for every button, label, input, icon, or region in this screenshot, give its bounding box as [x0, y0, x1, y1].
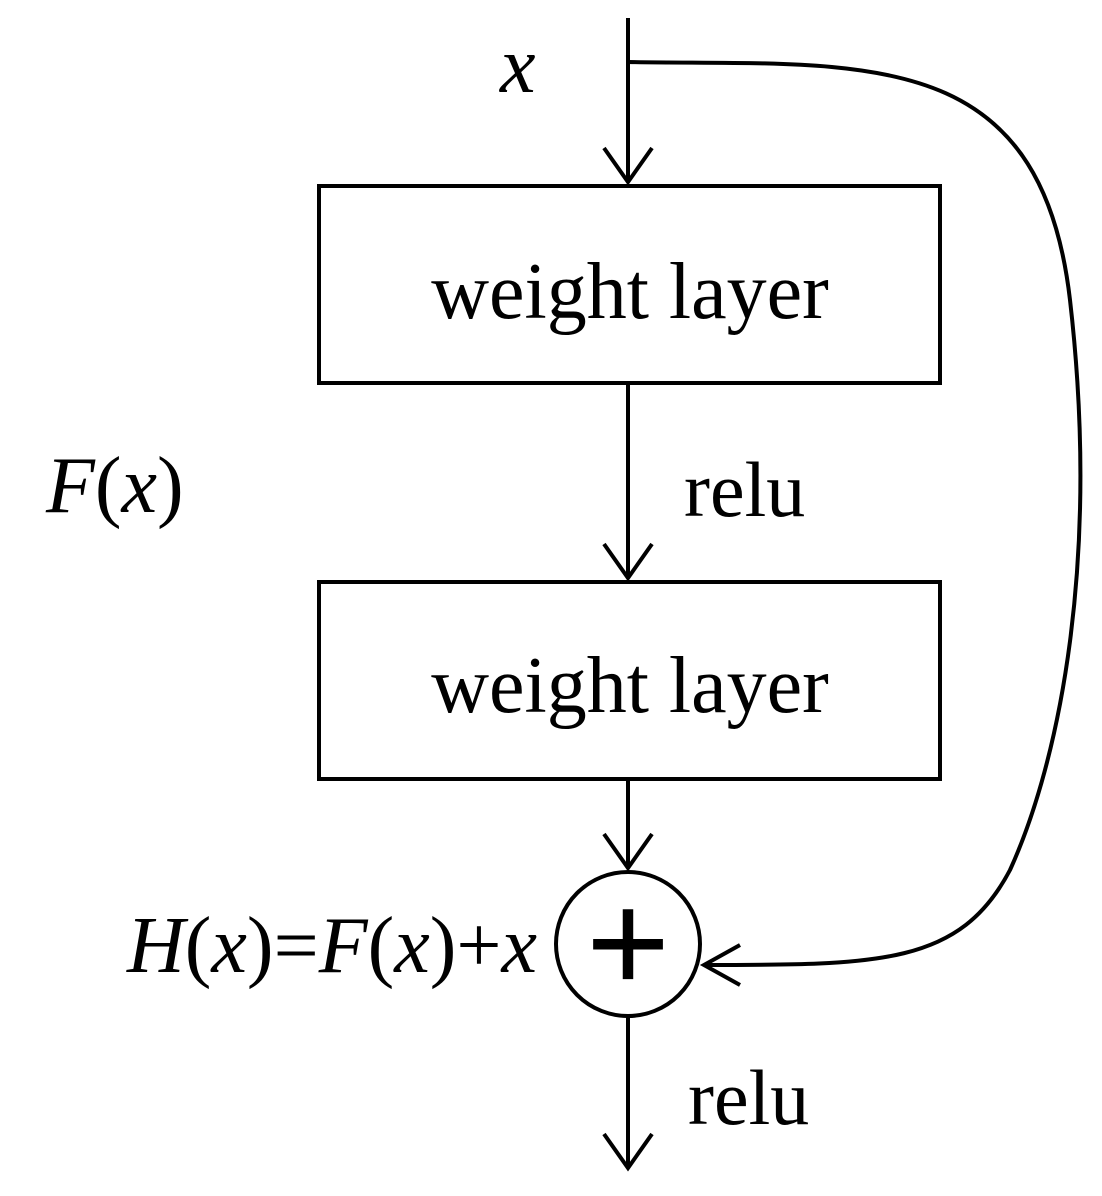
- weight-layer-1-label: weight layer: [431, 248, 829, 336]
- f-close-paren: ): [157, 442, 184, 530]
- relu-label-output: relu: [688, 1054, 809, 1141]
- relu-label-middle: relu: [684, 446, 805, 533]
- sum-input-arrow-head: [602, 832, 654, 872]
- paren-1: (: [185, 902, 212, 990]
- f-open-paren: (: [95, 442, 122, 530]
- skip-connection-arrow-head: [699, 943, 741, 987]
- input-arrow-head: [602, 146, 654, 186]
- x-symbol-1: x: [210, 902, 247, 990]
- f-symbol-2: F: [318, 902, 369, 990]
- paren-equals: )=: [247, 902, 319, 990]
- f-symbol: F: [45, 442, 96, 530]
- weight-layer-2-label: weight layer: [431, 642, 829, 730]
- paren-2: (: [368, 902, 395, 990]
- output-arrow-head: [602, 1132, 654, 1172]
- f-var: x: [121, 442, 158, 530]
- plus-icon: +: [585, 861, 670, 1027]
- x-symbol-2: x: [393, 902, 430, 990]
- h-symbol: H: [126, 902, 189, 990]
- residual-function-label: F(x): [45, 442, 184, 530]
- input-label: x: [499, 22, 536, 110]
- x-symbol-3: x: [500, 902, 537, 990]
- paren-plus: )+: [430, 902, 502, 990]
- skip-connection-path: [627, 60, 1083, 967]
- output-formula: H(x)=F(x)+x: [126, 902, 537, 990]
- inner-arrow-head: [602, 542, 654, 582]
